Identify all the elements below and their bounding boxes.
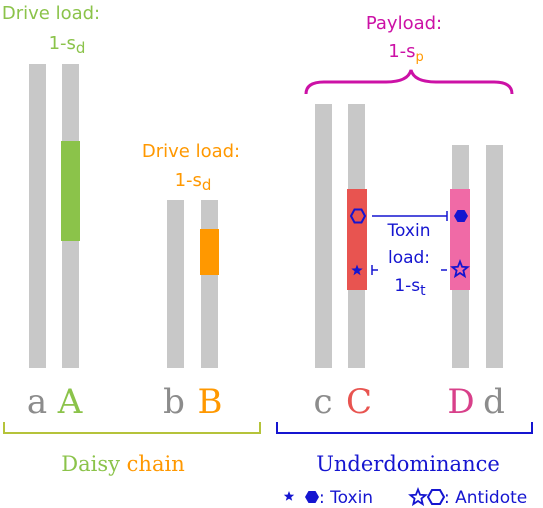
payload-title: Payload: xyxy=(366,13,442,34)
daisy-chain-label: Daisy chain xyxy=(61,452,184,476)
toxin-load-line1: Toxin xyxy=(387,221,431,241)
daisy-word: Daisy xyxy=(61,452,120,476)
payload-prefix: 1-s xyxy=(388,41,415,62)
cassette-C xyxy=(347,189,367,290)
drive-load-b-value: 1-sd xyxy=(175,170,212,194)
legend-antidote-label: : Antidote xyxy=(444,488,527,508)
legend-toxin-hexagon-icon xyxy=(305,491,319,503)
cassette-D xyxy=(450,189,470,290)
toxin-label-backdrop xyxy=(378,218,441,306)
allele-a: a xyxy=(27,382,47,422)
payload-brace xyxy=(304,69,514,95)
payload-value: 1-sp xyxy=(388,41,424,65)
chain-word: chain xyxy=(127,452,185,476)
underdominance-bracket xyxy=(276,422,533,434)
toxin-load-line2: load: xyxy=(388,248,430,268)
drive-load-a-sub: d xyxy=(76,39,86,57)
chromosome-d xyxy=(486,145,503,368)
allele-D: D xyxy=(447,382,474,422)
drive-load-b-title: Drive load: xyxy=(142,141,240,162)
toxin-hexagon-filled-icon xyxy=(454,210,468,222)
drive-cassette-B xyxy=(200,229,219,275)
drive-load-a-value: 1-sd xyxy=(49,33,86,57)
legend-toxin-star-icon xyxy=(283,491,295,501)
antidote-star-outline-icon xyxy=(450,259,470,279)
legend-antidote-star-icon xyxy=(408,487,428,507)
legend-toxin-label: : Toxin xyxy=(319,488,373,508)
drive-cassette-A xyxy=(61,141,80,241)
allele-c: c xyxy=(313,382,332,422)
chromosome-a xyxy=(29,64,46,368)
allele-C: C xyxy=(346,382,372,422)
allele-d: d xyxy=(483,382,505,422)
toxin-load-prefix: 1-s xyxy=(394,276,420,296)
allele-labels: a A b B c C D d xyxy=(27,382,505,422)
toxin-load-value: 1-st xyxy=(394,276,426,299)
chromosome-b xyxy=(167,200,184,368)
allele-b: b xyxy=(163,382,185,422)
toxin-star-filled-icon xyxy=(351,264,363,276)
drive-load-a-title: Drive load: xyxy=(2,3,100,24)
chromosome-c xyxy=(315,104,332,368)
underdominance-label: Underdominance xyxy=(316,452,500,476)
allele-B: B xyxy=(198,382,223,422)
drive-load-b-prefix: 1-s xyxy=(175,170,202,191)
toxin-hexagon-outline-icon xyxy=(349,208,367,224)
daisy-chain-bracket xyxy=(3,422,261,434)
drive-load-b-sub: d xyxy=(202,176,212,194)
toxin-load-sub: t xyxy=(420,283,426,299)
chromosome-B xyxy=(201,200,218,368)
drive-load-a-prefix: 1-s xyxy=(49,33,76,54)
allele-A: A xyxy=(57,382,83,422)
legend-antidote-hexagon-icon xyxy=(426,489,446,505)
payload-sub: p xyxy=(416,50,424,65)
